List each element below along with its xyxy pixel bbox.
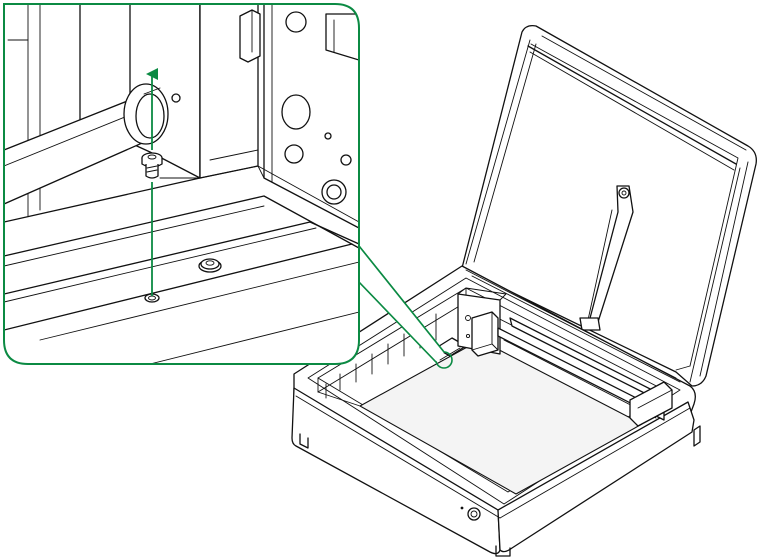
- x-axis-rail: [497, 327, 665, 421]
- side-plate: [263, 4, 359, 229]
- status-led: [460, 506, 464, 510]
- detail-callout: [3, 3, 445, 365]
- laser-gantry: [435, 269, 681, 427]
- machine-lid: [461, 24, 757, 387]
- washer: [198, 258, 222, 273]
- callout-frame: [3, 3, 360, 365]
- machine-base: [291, 265, 701, 557]
- laser-engraver-machine: [291, 24, 757, 557]
- laser-head: [471, 311, 499, 357]
- screw-icon: [141, 152, 163, 179]
- power-button[interactable]: [467, 507, 481, 521]
- lid-support-arm: [579, 185, 634, 331]
